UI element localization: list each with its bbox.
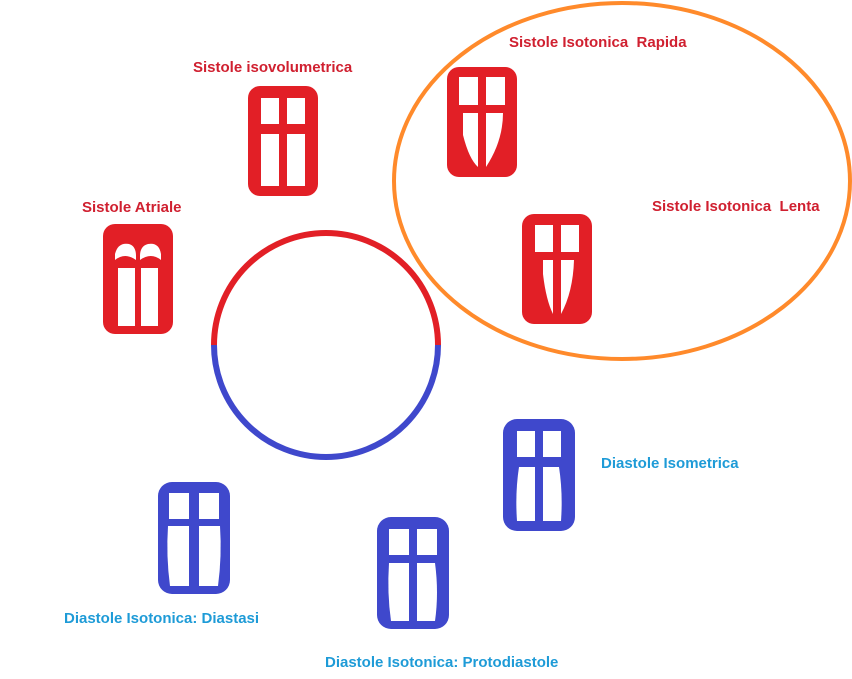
ejection-highlight-ellipse bbox=[392, 1, 852, 361]
label-sistole-isotonica-lenta: Sistole Isotonica Lenta bbox=[652, 198, 820, 215]
cycle-ring-diastole-arc bbox=[211, 344, 441, 460]
cycle-ring bbox=[211, 230, 441, 460]
label-diastole-isotonica-diastasi: Diastole Isotonica: Diastasi bbox=[64, 610, 259, 627]
heart-filling-icon bbox=[158, 482, 230, 594]
label-sistole-atriale: Sistole Atriale bbox=[82, 199, 181, 216]
heart-filling-icon bbox=[377, 517, 449, 629]
label-sistole-isovolumetrica: Sistole isovolumetrica bbox=[193, 59, 353, 76]
label-diastole-isotonica-protodiastole: Diastole Isotonica: Protodiastole bbox=[325, 654, 558, 671]
label-diastole-isometrica: Diastole Isometrica bbox=[601, 455, 739, 472]
heart-ejection-icon bbox=[447, 67, 517, 177]
label-sistole-isotonica-rapida: Sistole Isotonica Rapida bbox=[509, 34, 687, 51]
heart-valves-closed-icon bbox=[248, 86, 318, 196]
heart-ejection-icon bbox=[522, 214, 592, 324]
cycle-ring-systole-arc bbox=[211, 230, 441, 346]
heart-atrial-systole-icon bbox=[103, 224, 173, 334]
heart-valves-closed-icon bbox=[503, 419, 575, 531]
